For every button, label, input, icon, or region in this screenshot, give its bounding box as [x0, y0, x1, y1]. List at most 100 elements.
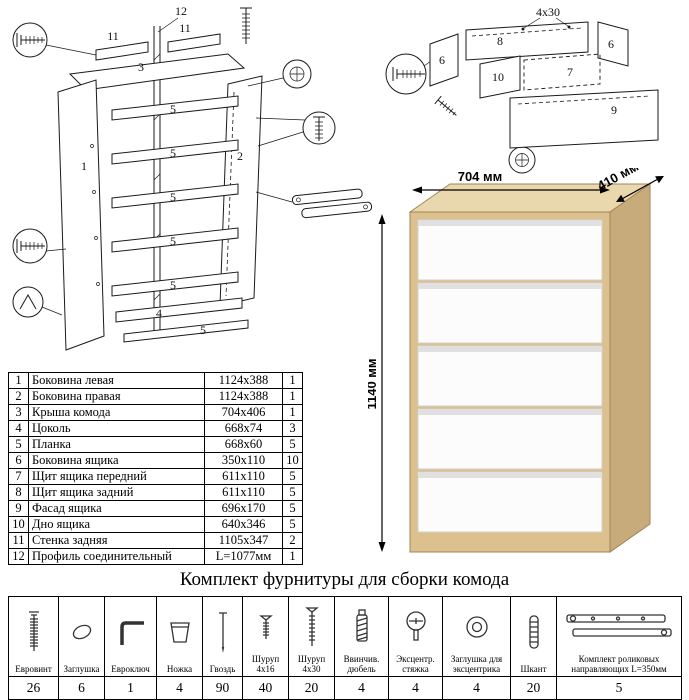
part-label-10: 10: [492, 70, 504, 84]
hardware-item-name: Комплект роликовых направляющих L=350мм: [571, 653, 667, 674]
part-name: Планка: [28, 436, 205, 453]
part-name: Крыша комода: [28, 404, 205, 421]
hardware-item-qty: 4: [156, 676, 203, 700]
part-name: Профиль соединительный: [28, 548, 205, 565]
part-label-5: 5: [170, 278, 176, 292]
part-name: Боковина левая: [28, 372, 205, 389]
part-label-4: 4: [156, 306, 162, 320]
small-screw-drawing: [434, 95, 457, 116]
hardware-item-qty: 4: [388, 676, 443, 700]
hardware-item-qty: 20: [510, 676, 557, 700]
part-name: Фасад ящика: [28, 500, 205, 517]
part-qty: 3: [282, 420, 303, 437]
screw-size-leaders: [521, 17, 571, 31]
hardware-item-qty: 1: [104, 676, 157, 700]
part-label-6: 6: [608, 37, 614, 51]
part-qty: 10: [282, 452, 303, 469]
drawer-exploded-diagram: 4x30 6 8 6 10 7 9: [385, 5, 659, 174]
part-qty: 5: [282, 516, 303, 533]
hardware-item: Шуруп 4x30: [288, 596, 335, 677]
screw-4x30-icon: [303, 600, 321, 654]
hardware-item-qty: 40: [242, 676, 289, 700]
part-qty: 5: [282, 436, 303, 453]
hardware-item-name: Шкант: [520, 663, 547, 674]
part-size: 350x110: [204, 452, 283, 469]
part-num: 10: [8, 516, 29, 533]
hardware-item-name: Гвоздь: [209, 663, 236, 674]
hardware-item-name: Шуруп 4x16: [251, 653, 280, 674]
part-size: 668x60: [204, 436, 283, 453]
part-label-2: 2: [237, 149, 243, 163]
hardware-qty-row: 26 6 1 4 90 40 20 4 4 4 20 5: [8, 676, 682, 700]
hardware-item: Заглушка: [58, 596, 105, 677]
screw-size-label: 4x30: [536, 5, 560, 19]
cam-cap-icon: [463, 600, 491, 654]
part-size: 1124x388: [204, 388, 283, 405]
hardware-item-qty: 26: [8, 676, 59, 700]
part-num: 4: [8, 420, 29, 437]
screw-4x16-icon: [257, 600, 275, 654]
drawer-bottom: [479, 55, 521, 99]
part-size: 704x406: [204, 404, 283, 421]
height-dimension: 1140 мм: [368, 214, 386, 552]
part-label-9: 9: [611, 103, 617, 117]
part-label-5: 5: [170, 190, 176, 204]
hardware-item: Шуруп 4x16: [242, 596, 289, 677]
confirmat-screw-drawing: [240, 7, 252, 44]
drawer-slide-sketch: [255, 188, 373, 219]
roller-slides-icon: [563, 600, 675, 654]
detail-callout-bracket: [12, 286, 63, 318]
hardware-item: Ножка: [156, 596, 203, 677]
part-label-5: 5: [200, 323, 206, 337]
furniture-leg-icon: [164, 600, 196, 664]
hardware-item: Заглушка для эксцентрика: [442, 596, 511, 677]
cam-lock-icon: [403, 600, 429, 654]
part-name: Цоколь: [28, 420, 205, 437]
part-number-labels: 4x30 6 8 6 10 7 9: [439, 5, 617, 117]
part-name: Боковина ящика: [28, 452, 205, 469]
part-qty: 1: [282, 548, 303, 565]
part-size: 696x170: [204, 500, 283, 517]
part-num: 7: [8, 468, 29, 485]
part-num: 1: [8, 372, 29, 389]
part-size: 668x74: [204, 420, 283, 437]
part-qty: 2: [282, 532, 303, 549]
drawer-side-left: [429, 33, 459, 87]
hardware-item-name: Заглушка для эксцентрика: [450, 653, 503, 674]
hardware-item: Шкант: [510, 596, 557, 677]
hardware-items-row: Евровинт Заглушка Евроключ Ножка Гвоздь …: [8, 596, 682, 677]
part-size: 611x110: [204, 468, 283, 485]
hardware-item: Эксцентр. стяжка: [388, 596, 443, 677]
part-qty: 1: [282, 388, 303, 405]
dresser-render: 1140 мм 704 мм 410 мм: [368, 168, 664, 553]
part-num: 9: [8, 500, 29, 517]
hardware-item: Евроключ: [104, 596, 157, 677]
part-label-5: 5: [170, 146, 176, 160]
hex-key-icon: [114, 600, 148, 664]
nail-icon: [215, 600, 231, 664]
part-num: 5: [8, 436, 29, 453]
part-number-labels: 12 11 11 3 1 2 5 5 5 5 5 4 5: [81, 4, 243, 337]
part-num: 6: [8, 452, 29, 469]
hardware-item: Гвоздь: [202, 596, 243, 677]
cap-plug-icon: [67, 600, 97, 664]
part-num: 3: [8, 404, 29, 421]
drawer-side-right: [597, 21, 629, 67]
hardware-item-qty: 4: [334, 676, 389, 700]
part-label-11: 11: [107, 29, 119, 43]
drawer-facade: [509, 89, 659, 149]
part-label-8: 8: [497, 34, 503, 48]
drawer-back-panel: [465, 21, 589, 61]
screw-in-dowel-icon: [351, 600, 373, 654]
plinth-parts: [115, 297, 249, 343]
part-label-3: 3: [138, 60, 144, 74]
hardware-item: Комплект роликовых направляющих L=350мм: [556, 596, 682, 677]
hardware-item-name: Эксцентр. стяжка: [396, 653, 435, 674]
left-side-panel: [57, 79, 105, 351]
